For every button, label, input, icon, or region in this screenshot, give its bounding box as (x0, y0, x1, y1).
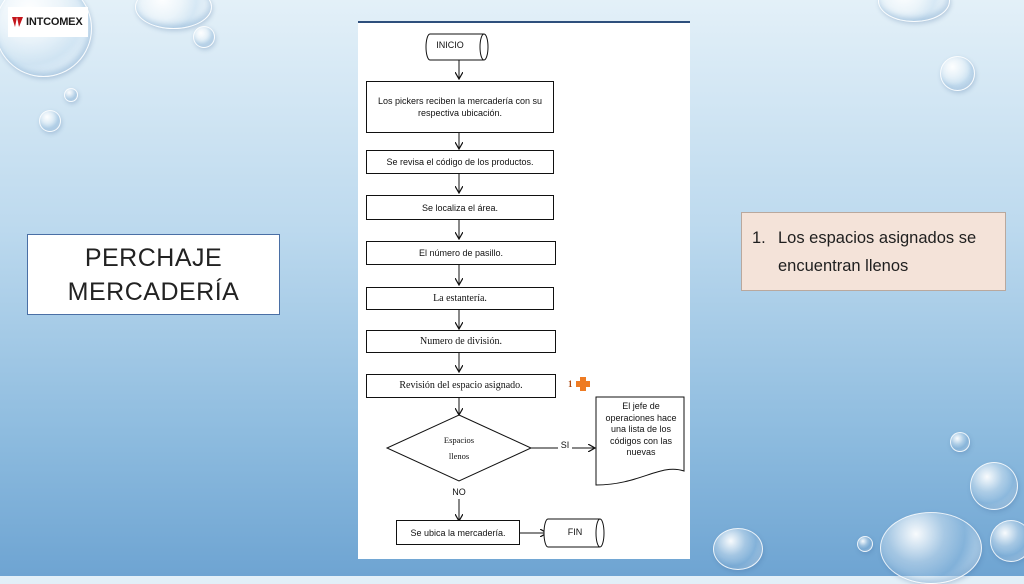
flow-step: El número de pasillo. (366, 241, 556, 265)
water-drop-decoration (64, 88, 78, 102)
flow-step: Los pickers reciben la mercadería con su… (366, 81, 554, 133)
note-number: 1. (752, 229, 766, 247)
water-drop-decoration (990, 520, 1024, 562)
water-drop-decoration (135, 0, 212, 29)
flow-step: Se revisa el código de los productos. (366, 150, 554, 174)
note-item: 1. Los espacios asignados se encuentran … (752, 224, 995, 280)
flow-step: Revisión del espacio asignado. (366, 374, 556, 398)
decision-label: Espacios llenos (424, 432, 494, 464)
water-drop-decoration (878, 0, 950, 22)
issue-marker-number: 1 (568, 379, 573, 389)
start-label: INICIO (436, 40, 464, 50)
flowchart-connectors (385, 33, 685, 548)
company-logo: INTCOMEX (8, 7, 88, 37)
decision-label-line-1: Espacios (443, 435, 475, 445)
note-box: 1. Los espacios asignados se encuentran … (741, 212, 1006, 291)
flowchart-panel: INICIO Los pickers reciben la mercadería… (358, 21, 690, 559)
orange-cross-icon (575, 377, 590, 391)
flow-step: Se localiza el área. (366, 195, 554, 220)
water-drop-decoration (950, 432, 970, 452)
note-text: Los espacios asignados se encuentran lle… (778, 229, 977, 275)
document-shape (595, 396, 685, 486)
end-label: FIN (567, 527, 583, 537)
slide-title: PERCHAJE MERCADERÍA (27, 234, 280, 315)
issue-marker: 1 (568, 377, 590, 391)
water-drop-decoration (39, 110, 61, 132)
water-drop-decoration (970, 462, 1018, 510)
water-drop-decoration (857, 536, 873, 552)
decision-diamond-shape (385, 414, 533, 482)
water-drop-decoration (193, 26, 215, 48)
water-drop-decoration (713, 528, 763, 570)
yes-label: SI (560, 440, 570, 450)
water-drop-decoration (880, 512, 982, 584)
flow-step: La estantería. (366, 287, 554, 310)
flow-step: Numero de división. (366, 330, 556, 353)
final-step: Se ubica la mercadería. (396, 520, 520, 545)
decision-label-line-2: llenos (448, 451, 470, 461)
slide-title-line-2: MERCADERÍA (67, 277, 240, 306)
document-text: El jefe de operaciones hace una lista de… (605, 401, 677, 457)
slide-title-line-1: PERCHAJE (84, 243, 223, 272)
water-drop-decoration (940, 56, 975, 91)
logo-text: INTCOMEX (26, 16, 83, 28)
logo-mark-icon (12, 17, 23, 27)
no-label: NO (452, 487, 466, 497)
